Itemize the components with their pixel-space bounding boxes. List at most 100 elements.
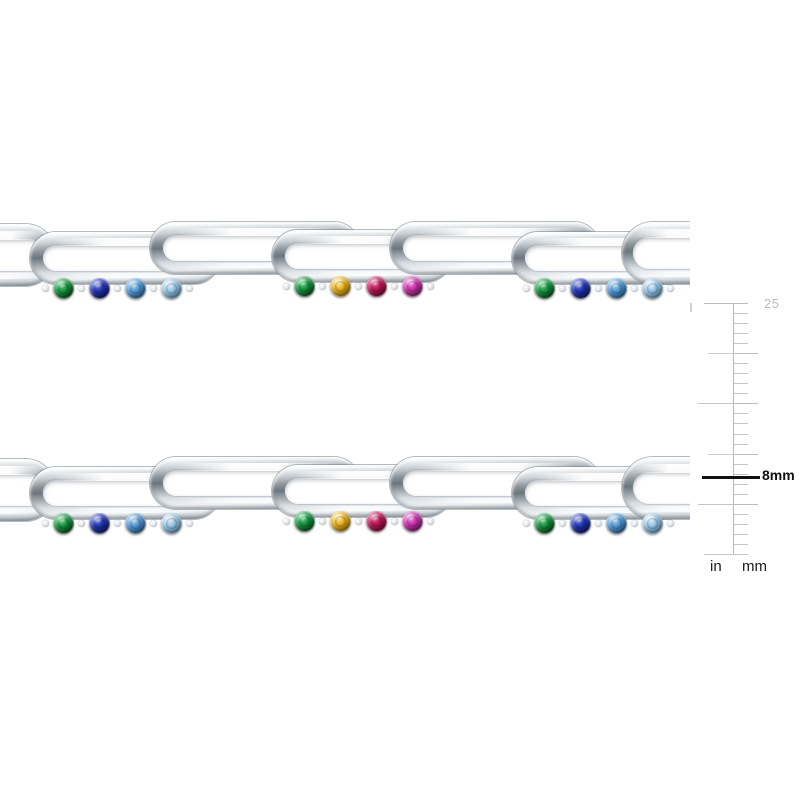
ruler-mm-tick <box>734 433 748 435</box>
gem-swiss-blue <box>606 278 627 299</box>
prong-icon <box>42 285 49 292</box>
ruler-mm-tick <box>734 443 748 445</box>
prong-icon <box>427 283 434 290</box>
ruler-mm-tick <box>734 473 748 475</box>
gem-ruby-red <box>366 511 387 532</box>
gem-swiss-blue <box>125 513 146 534</box>
ruler-spine <box>733 303 734 555</box>
prong-icon <box>283 518 290 525</box>
gem-group-right <box>523 513 674 534</box>
ruler-origin-nub <box>690 303 692 312</box>
ruler-mm-tick <box>734 533 748 535</box>
product-photo <box>0 0 690 800</box>
ruler-mm-tick <box>734 393 748 395</box>
gem-sapphire-blue <box>570 278 591 299</box>
prong-icon <box>595 520 602 527</box>
ruler-top-cap <box>704 303 748 304</box>
ruler-mm-tick <box>734 513 748 515</box>
gem-group-center <box>283 511 434 532</box>
prong-icon <box>319 518 326 525</box>
prong-icon <box>631 285 638 292</box>
ruler-mm-tick <box>734 543 748 545</box>
size-callout-line <box>702 476 760 479</box>
gem-group-left <box>42 278 193 299</box>
metal-highlight <box>636 506 690 513</box>
gem-emerald-green <box>294 276 315 297</box>
gem-emerald-green <box>534 278 555 299</box>
ruler-mm-tick-major <box>734 353 758 355</box>
prong-icon <box>114 520 121 527</box>
gem-swiss-blue <box>606 513 627 534</box>
prong-icon <box>667 285 674 292</box>
gem-sapphire-blue <box>570 513 591 534</box>
metal-highlight <box>636 271 690 278</box>
gem-sky-blue <box>161 278 182 299</box>
ruler-mm-tick <box>734 323 748 325</box>
prong-icon <box>427 518 434 525</box>
ruler-inch-tick <box>708 353 734 355</box>
prong-icon <box>523 285 530 292</box>
prong-icon <box>391 518 398 525</box>
ruler-bottom-cap <box>704 554 748 555</box>
prong-icon <box>283 283 290 290</box>
ruler-mm-tick <box>734 483 748 485</box>
prong-icon <box>150 520 157 527</box>
ruler-mm-tick <box>734 523 748 525</box>
chain-link-edge <box>622 222 690 284</box>
gem-group-left <box>42 513 193 534</box>
ruler-scale-max-label: 25 <box>764 296 780 311</box>
ruler-inch-tick <box>698 403 734 405</box>
bottom-chain <box>0 443 690 573</box>
gem-citrine-yellow <box>330 276 351 297</box>
ruler-mm-tick <box>734 363 748 365</box>
prong-icon <box>391 283 398 290</box>
gem-sky-blue <box>642 278 663 299</box>
ruler-mm-tick <box>734 373 748 375</box>
ruler-inch-tick <box>698 503 734 505</box>
prong-icon <box>78 285 85 292</box>
chain-link-hole <box>633 472 690 504</box>
ruler-mm-tick-major <box>734 503 758 505</box>
ruler-inch-tick <box>708 453 734 455</box>
gem-emerald-green <box>53 513 74 534</box>
ruler-mm-tick <box>734 413 748 415</box>
chain-link-hole <box>633 237 690 269</box>
prong-icon <box>114 285 121 292</box>
prong-icon <box>186 520 193 527</box>
prong-icon <box>355 518 362 525</box>
prong-icon <box>150 285 157 292</box>
ruler-mm-tick <box>734 493 748 495</box>
gem-group-right <box>523 278 674 299</box>
gem-sapphire-blue <box>89 278 110 299</box>
prong-icon <box>631 520 638 527</box>
ruler-unit-millimeters: mm <box>742 558 767 575</box>
measurement-ruler: 25 8mm in mm <box>690 0 800 800</box>
prong-icon <box>559 520 566 527</box>
ruler-mm-tick <box>734 423 748 425</box>
prong-icon <box>319 283 326 290</box>
prong-icon <box>667 520 674 527</box>
prong-icon <box>355 283 362 290</box>
prong-icon <box>559 285 566 292</box>
gem-swiss-blue <box>125 278 146 299</box>
gem-emerald-green <box>294 511 315 532</box>
gem-citrine-yellow <box>330 511 351 532</box>
ruler-mm-tick-major <box>734 403 758 405</box>
ruler-unit-inches: in <box>710 558 722 575</box>
gem-emerald-green <box>534 513 555 534</box>
ruler-mm-tick <box>734 333 748 335</box>
gem-orchid-pink <box>402 276 423 297</box>
gem-ruby-red <box>366 276 387 297</box>
gem-emerald-green <box>53 278 74 299</box>
chain-link-edge <box>622 457 690 519</box>
prong-icon <box>42 520 49 527</box>
prong-icon <box>186 285 193 292</box>
prong-icon <box>595 285 602 292</box>
prong-icon <box>78 520 85 527</box>
gem-sky-blue <box>161 513 182 534</box>
ruler-mm-tick <box>734 313 748 315</box>
gem-sky-blue <box>642 513 663 534</box>
ruler-mm-tick <box>734 463 748 465</box>
ruler-mm-tick <box>734 343 748 345</box>
